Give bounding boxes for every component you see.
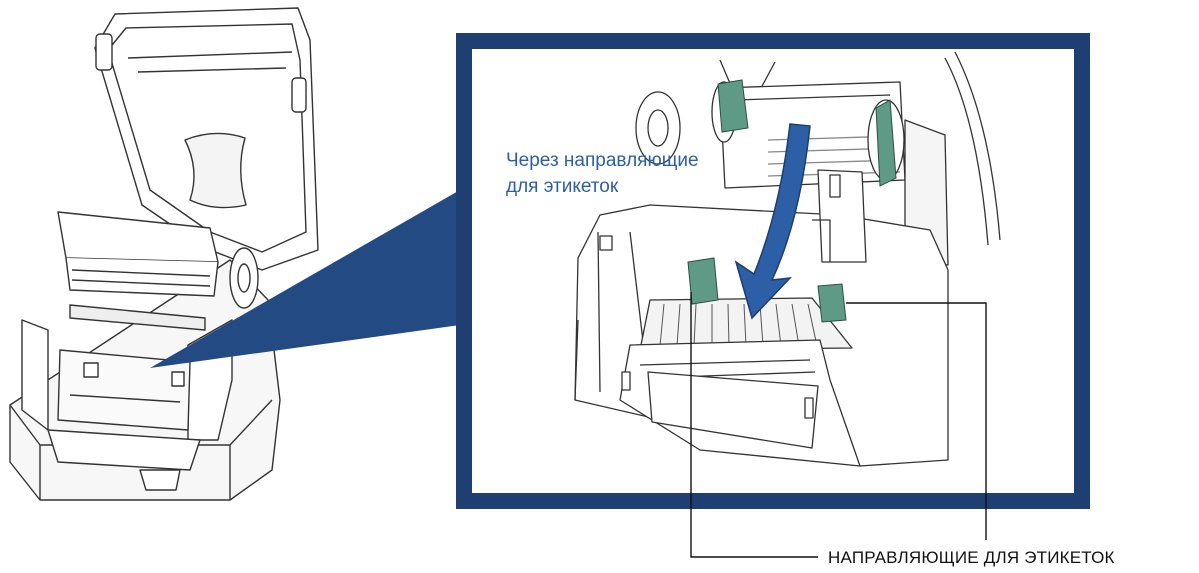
printer-overview-illustration [9, 7, 319, 501]
printer-detail-illustration [574, 51, 1001, 467]
label-guides [687, 79, 897, 323]
zoom-wedge [150, 190, 460, 368]
callout-lines [690, 292, 987, 558]
label-guide-left [687, 257, 719, 305]
label-guides-callout: НАПРАВЛЯЮЩИЕ ДЛЯ ЭТИКЕТОК [828, 548, 1115, 567]
label-guide-right [817, 283, 847, 323]
feed-arrow [734, 123, 811, 320]
inset-caption: Через направляющие для этикеток [506, 150, 699, 197]
down-arrow-icon [734, 123, 811, 320]
